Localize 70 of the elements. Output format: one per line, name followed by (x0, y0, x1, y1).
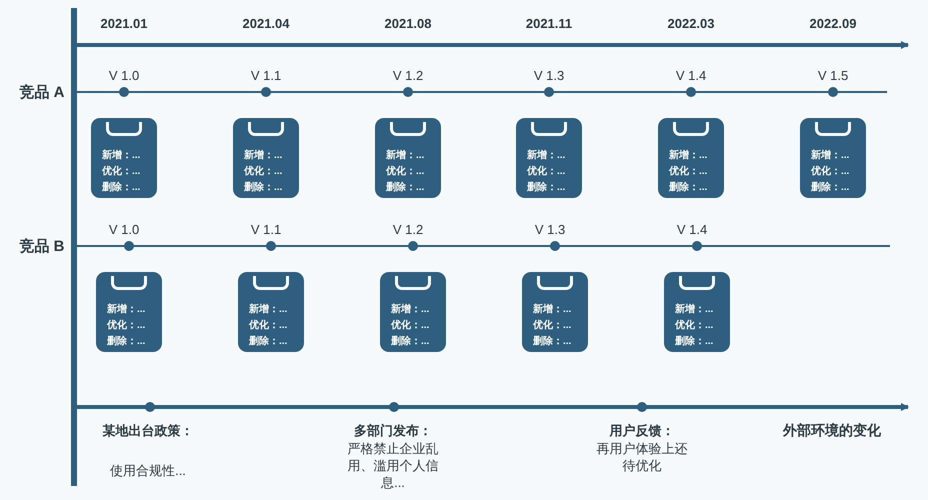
axis-title: 外部环境的变化 (783, 422, 881, 440)
change-item: 删除：... (107, 334, 146, 349)
version-label: V 1.2 (392, 68, 424, 83)
change-item: 新增：... (391, 302, 430, 317)
change-item: 优化：... (102, 164, 142, 179)
change-item: 新增：... (527, 148, 566, 163)
version-label: V 1.4 (676, 222, 708, 237)
change-item: 优化：... (811, 164, 850, 179)
version-label: V 1.3 (534, 222, 566, 237)
event-title: 多部门发布： (354, 422, 432, 440)
date-label: 2021.01 (100, 16, 148, 31)
change-item: 新增：... (811, 148, 850, 163)
change-item: 新增：... (249, 302, 288, 317)
date-label: 2021.11 (526, 16, 572, 31)
change-item: 删除：... (811, 180, 850, 195)
version-label: V 1.4 (676, 68, 706, 83)
date-label: 2021.08 (384, 16, 432, 31)
change-item: 优化：... (386, 164, 426, 179)
change-item: 优化：... (249, 318, 288, 333)
clipboard-card (375, 118, 441, 198)
change-item: 新增：... (533, 302, 572, 317)
event-text: 使用合规性... (110, 462, 186, 480)
change-item: 删除：... (102, 180, 142, 195)
row-label: 竞品 A (20, 83, 64, 102)
change-item: 优化：... (669, 164, 708, 179)
change-item: 删除：... (669, 180, 708, 195)
event-text: 严格禁止企业乱用、滥用个人信息... (346, 440, 440, 491)
date-label: 2021.04 (242, 16, 290, 31)
change-item: 删除：... (675, 334, 714, 349)
event-title: 用户反馈： (610, 422, 674, 440)
clipboard-card (516, 118, 582, 198)
row-label: 竞品 B (20, 237, 64, 256)
version-label: V 1.3 (534, 68, 564, 83)
version-label: V 1.0 (108, 222, 140, 237)
clipboard-card (664, 272, 730, 352)
clipboard-card (380, 272, 446, 352)
clipboard-card (658, 118, 724, 198)
clipboard-card (522, 272, 588, 352)
change-item: 新增：... (669, 148, 708, 163)
version-label: V 1.5 (818, 68, 848, 83)
change-item: 优化：... (244, 164, 284, 179)
change-item: 新增：... (102, 148, 142, 163)
version-label: V 1.1 (250, 68, 282, 83)
clipboard-card (233, 118, 299, 198)
change-item: 新增：... (675, 302, 714, 317)
event-text: 再用户体验上还待优化 (596, 440, 688, 474)
version-label: V 1.2 (392, 222, 424, 237)
event-title: 某地出台政策： (102, 422, 194, 440)
date-label: 2022.09 (810, 16, 856, 31)
change-item: 删除：... (533, 334, 572, 349)
change-item: 优化：... (533, 318, 572, 333)
change-item: 新增：... (386, 148, 426, 163)
version-label: V 1.1 (250, 222, 282, 237)
clipboard-card (800, 118, 866, 198)
change-item: 删除：... (527, 180, 566, 195)
change-item: 删除：... (386, 180, 426, 195)
clipboard-card (91, 118, 157, 198)
date-label: 2022.03 (668, 16, 714, 31)
change-item: 新增：... (107, 302, 146, 317)
change-item: 优化：... (391, 318, 430, 333)
clipboard-card (238, 272, 304, 352)
clipboard-card (96, 272, 162, 352)
change-item: 优化：... (675, 318, 714, 333)
change-item: 新增：... (244, 148, 284, 163)
change-item: 删除：... (244, 180, 284, 195)
version-label: V 1.0 (108, 68, 140, 83)
change-item: 删除：... (249, 334, 288, 349)
change-item: 优化：... (527, 164, 566, 179)
change-item: 优化：... (107, 318, 146, 333)
change-item: 删除：... (391, 334, 430, 349)
